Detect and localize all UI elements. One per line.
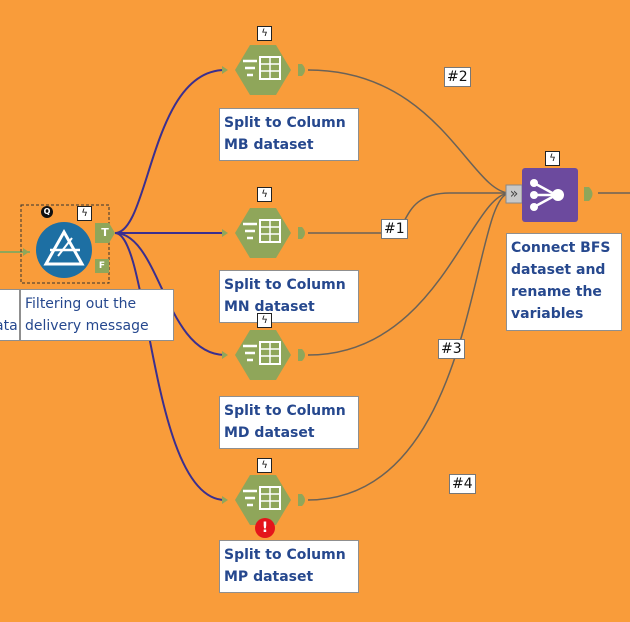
previous-tool-label-line1: ata <box>0 318 18 334</box>
split-md-label[interactable]: Split to Column MD dataset <box>219 396 359 449</box>
text-to-columns-icon <box>222 330 305 380</box>
split-mp-label[interactable]: Split to Column MP dataset <box>219 540 359 593</box>
split-mp-error-icon[interactable]: ! <box>255 518 275 538</box>
union-icon <box>505 168 593 222</box>
filter-false-output[interactable]: F <box>95 259 109 273</box>
split-mn-bolt-icon: ϟ <box>257 187 272 202</box>
filter-triangle-icon <box>43 228 85 266</box>
split-mp-bolt-icon: ϟ <box>257 458 272 473</box>
connection-label-2[interactable]: #2 <box>444 67 471 87</box>
filter-tool-label[interactable]: Filtering out the delivery message <box>20 289 174 341</box>
filter-true-output[interactable]: T <box>95 223 115 243</box>
connection-label-4[interactable]: #4 <box>449 474 476 494</box>
split-mb-tool[interactable] <box>220 43 310 97</box>
wire-split-md-to-union[interactable] <box>307 192 511 356</box>
wire-split-mp-to-union[interactable] <box>307 192 511 501</box>
wire-split-mb-to-union[interactable] <box>307 69 511 194</box>
filter-tool-graphic <box>20 204 110 284</box>
filter-tool[interactable] <box>20 204 112 286</box>
split-mb-label[interactable]: Split to Column MB dataset <box>219 108 359 161</box>
split-md-tool[interactable] <box>220 328 310 382</box>
split-md-bolt-icon: ϟ <box>257 313 272 328</box>
wire-filter-to-split-mb[interactable] <box>114 69 226 234</box>
filter-bolt-icon: ϟ <box>77 206 92 221</box>
text-to-columns-icon <box>222 208 305 258</box>
union-input-anchor[interactable]: » <box>509 186 519 202</box>
wire-filter-to-split-mp[interactable] <box>114 232 226 501</box>
previous-tool-label[interactable]: ata e <box>0 289 20 341</box>
union-tool[interactable] <box>504 167 608 223</box>
split-mb-bolt-icon: ϟ <box>257 26 272 41</box>
union-label[interactable]: Connect BFS dataset and rename the varia… <box>506 233 622 331</box>
text-to-columns-icon <box>222 45 305 95</box>
wire-split-mn-to-union[interactable] <box>308 192 510 234</box>
text-to-columns-icon <box>222 475 305 525</box>
union-bolt-icon: ϟ <box>545 151 560 166</box>
filter-query-badge: Q <box>41 206 53 218</box>
split-mn-label[interactable]: Split to Column MN dataset <box>219 270 359 323</box>
split-mn-tool[interactable] <box>220 206 310 260</box>
connection-label-1[interactable]: #1 <box>381 219 408 239</box>
split-mp-tool[interactable] <box>220 473 310 527</box>
connection-label-3[interactable]: #3 <box>438 339 465 359</box>
